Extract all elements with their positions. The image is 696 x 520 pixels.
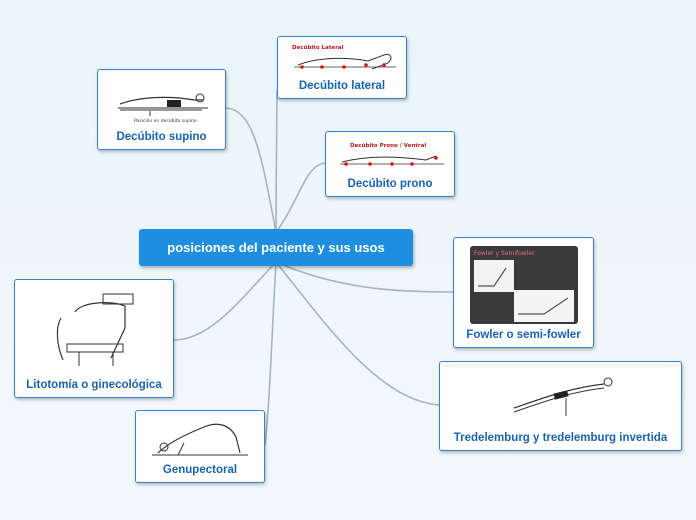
supine-position-image: Posición en decúbito supino — [118, 93, 208, 124]
node-genupectoral[interactable]: Genupectoral — [135, 410, 265, 483]
link-litotomia — [173, 261, 277, 341]
label-fowler: Fowler o semi-fowler — [466, 329, 581, 341]
link-genupectoral — [264, 261, 277, 446]
node-trendelenburg[interactable]: Tredelemburg y tredelemburg invertida — [439, 361, 682, 451]
link-prono — [275, 162, 326, 233]
central-topic[interactable]: posiciones del paciente y sus usos — [139, 229, 413, 266]
link-trendelenburg — [275, 261, 440, 406]
label-decubito-prono: Decúbito prono — [347, 178, 433, 190]
fowler-position-image: Fowler y Semifowler — [470, 246, 578, 324]
label-genupectoral: Genupectoral — [162, 464, 238, 476]
trendelenburg-position-image — [513, 377, 613, 416]
node-decubito-supino[interactable]: Posición en decúbito supino Decúbito sup… — [97, 69, 226, 150]
link-lateral — [275, 89, 278, 233]
lateral-image-title: Decúbito Lateral — [292, 44, 344, 51]
node-decubito-lateral[interactable]: Decúbito Lateral Decúbito lateral — [277, 36, 407, 99]
genupectoral-position-image — [152, 423, 248, 456]
lithotomy-position-image — [56, 293, 134, 366]
label-decubito-lateral: Decúbito lateral — [298, 80, 386, 92]
node-litotomia[interactable]: Litotomía o ginecológica — [14, 279, 174, 398]
link-fowler — [275, 261, 454, 293]
label-litotomia: Litotomía o ginecológica — [26, 379, 162, 391]
prone-position-image: Decúbito Prono / Ventral — [340, 142, 444, 166]
label-decubito-supino: Decúbito supino — [116, 131, 207, 143]
label-trendelenburg: Tredelemburg y tredelemburg invertida — [453, 432, 668, 444]
node-fowler[interactable]: Fowler y Semifowler Fowler o semi-fowler — [453, 237, 594, 348]
fowler-image-title: Fowler y Semifowler — [474, 250, 535, 257]
link-supino — [225, 107, 277, 233]
lateral-position-image: Decúbito Lateral — [292, 44, 396, 70]
node-decubito-prono[interactable]: Decúbito Prono / Ventral Decúbito prono — [325, 131, 455, 197]
prone-image-title: Decúbito Prono / Ventral — [350, 142, 426, 149]
supine-image-caption: Posición en decúbito supino — [134, 117, 197, 124]
